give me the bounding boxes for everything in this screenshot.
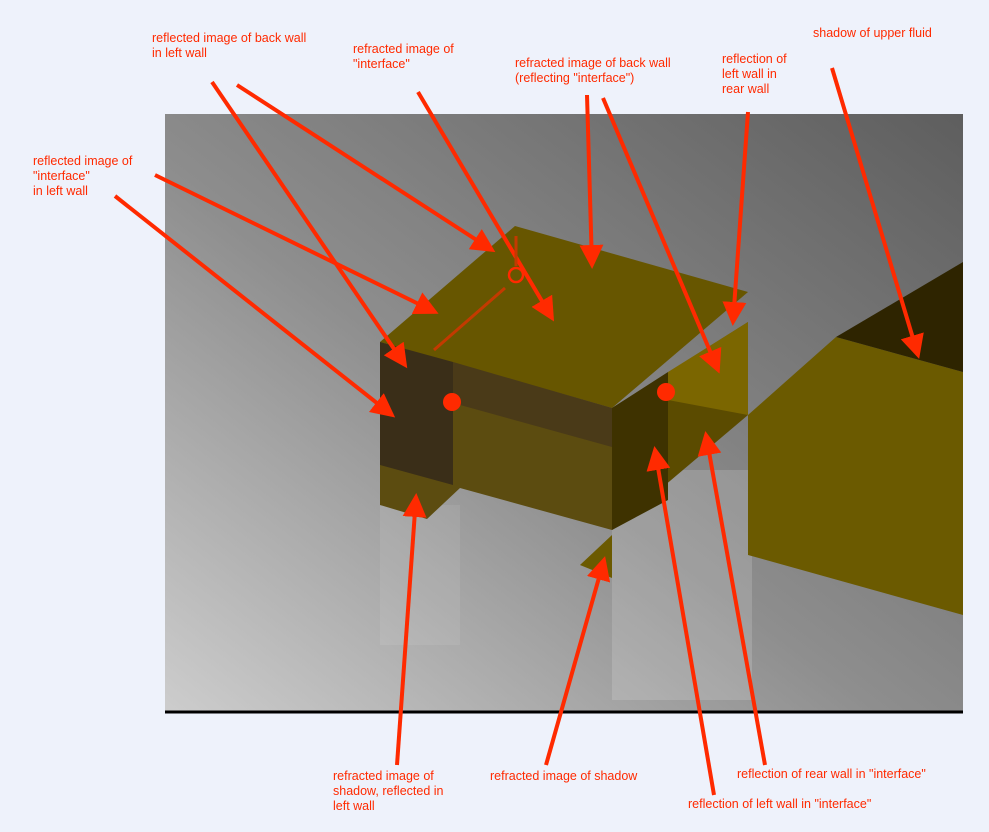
back-wall-band: [453, 362, 612, 447]
label-rear-wall-interface: reflection of rear wall in "interface": [737, 767, 926, 781]
arrow: [646, 446, 716, 796]
arrow: [235, 83, 496, 253]
arrow: [416, 90, 555, 322]
label-refracted-shadow: refracted image of shadow: [490, 769, 638, 783]
upper-fluid-slab: [748, 337, 963, 615]
interface-line-diagonal: [433, 286, 506, 352]
label-shadow-reflected: refracted image of shadow, reflected in …: [333, 769, 444, 813]
box-top-face: [380, 226, 748, 408]
arrow: [395, 493, 427, 766]
label-left-wall-interface: reflection of left wall in "interface": [688, 797, 872, 811]
label-refracted-back-wall: refracted image of back wall (reflecting…: [515, 56, 671, 85]
label-interface-left-wall: reflected image of "interface" in left w…: [33, 154, 133, 198]
arrow: [601, 97, 722, 374]
label-shadow-upper: shadow of upper fluid: [813, 26, 932, 40]
render-image: [165, 114, 963, 714]
arrow: [697, 431, 767, 766]
arrow: [579, 94, 604, 269]
arrow: [113, 194, 396, 418]
left-wall-reflection: [380, 342, 453, 485]
label-back-wall-left: reflected image of back wall in left wal…: [152, 31, 307, 60]
arrow: [544, 556, 611, 766]
label-left-wall-rear: reflection of left wall in rear wall: [722, 52, 787, 96]
box-edge-dark: [612, 372, 668, 530]
arrow: [154, 173, 439, 314]
annotations: [113, 67, 924, 796]
arrow: [722, 111, 750, 326]
arrow: [210, 80, 408, 369]
marker-dot-left: [443, 393, 461, 411]
upper-fluid-shadow: [836, 262, 963, 372]
arrow: [830, 67, 924, 359]
label-refracted-interface: refracted image of "interface": [353, 42, 454, 71]
marker-dot-right: [657, 383, 675, 401]
open-marker: [507, 266, 525, 284]
